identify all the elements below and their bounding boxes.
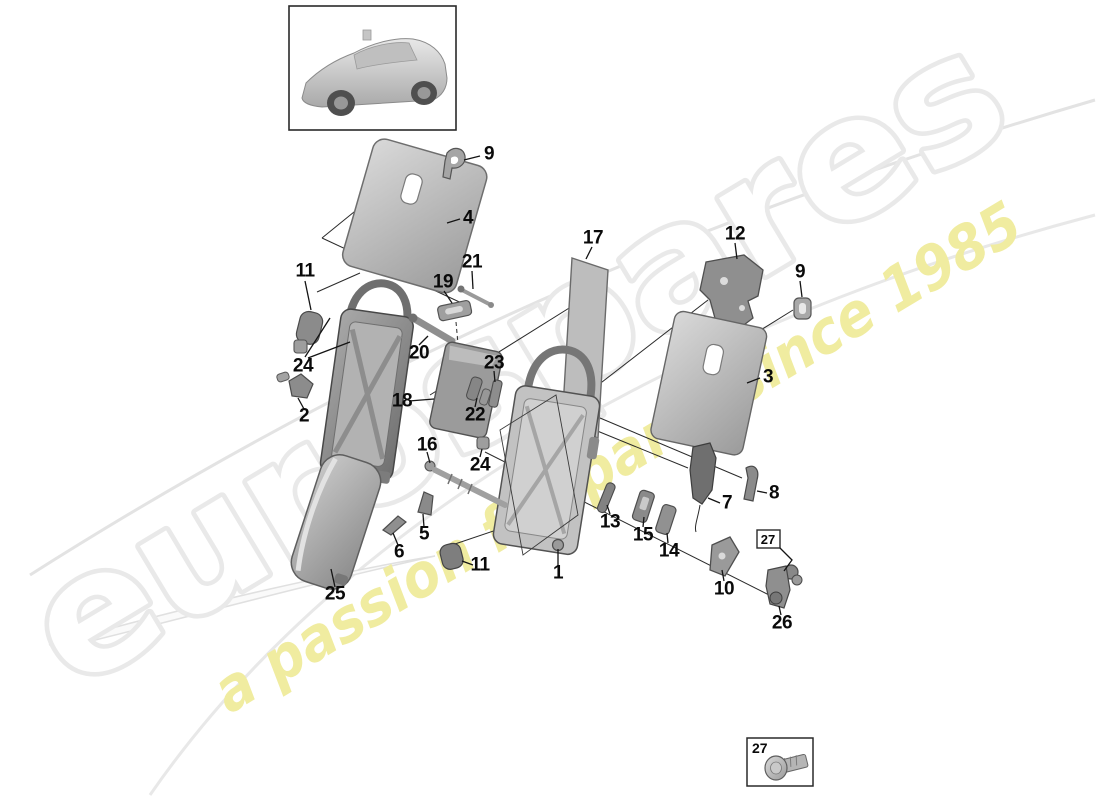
part-20-shape[interactable]: [408, 313, 456, 345]
part-21-shape[interactable]: [457, 285, 495, 309]
part-1-locator-outline: [499, 394, 579, 556]
part-24-left-shape[interactable]: [293, 339, 308, 354]
part-label-4[interactable]: 4: [462, 207, 474, 229]
part-label-10[interactable]: 10: [713, 578, 735, 600]
part-label-19[interactable]: 19: [432, 271, 454, 293]
svg-text:27: 27: [752, 740, 768, 756]
part-13-shape[interactable]: [596, 482, 616, 514]
part-9-top-shape[interactable]: [442, 147, 466, 180]
part-label-9[interactable]: 9: [483, 143, 495, 165]
part-16-shape[interactable]: [424, 460, 508, 508]
part-19-shape[interactable]: [437, 299, 473, 322]
part-6-shape[interactable]: [382, 515, 407, 536]
car-silhouette-icon: [301, 29, 448, 116]
part-callout-27[interactable]: 27: [756, 529, 793, 572]
part-label-12[interactable]: 12: [724, 223, 746, 245]
part-22-shape[interactable]: [466, 376, 492, 406]
part-label-26[interactable]: 26: [771, 612, 793, 634]
part-8-shape[interactable]: [743, 465, 759, 502]
part-label-14[interactable]: 14: [658, 540, 680, 562]
part-26-shape[interactable]: [765, 564, 803, 609]
part-11-bottom-shape[interactable]: [438, 542, 464, 571]
svg-text:27: 27: [761, 532, 775, 547]
part-label-11[interactable]: 11: [470, 554, 490, 576]
part-24-mid-shape[interactable]: [476, 436, 490, 450]
part-23-shape[interactable]: [488, 379, 503, 408]
part-1-frame-shape[interactable]: [492, 343, 612, 557]
part-label-1[interactable]: 1: [552, 562, 564, 584]
watermark: eurospares a passion for parts since 198…: [0, 0, 1041, 729]
vehicle-thumbnail: [288, 5, 457, 131]
part-7-shape[interactable]: [689, 442, 717, 505]
part-12-shape[interactable]: [699, 254, 764, 332]
screw-icon: [764, 753, 809, 781]
part-label-9[interactable]: 9: [794, 261, 806, 283]
part-label-7[interactable]: 7: [721, 492, 733, 514]
part-label-11[interactable]: 11: [295, 260, 315, 282]
part-15-shape[interactable]: [631, 489, 655, 523]
part-14-shape[interactable]: [655, 503, 677, 536]
part-label-18[interactable]: 18: [391, 390, 413, 412]
part-label-5[interactable]: 5: [418, 523, 430, 545]
watermark-brand: eurospares: [0, 0, 1041, 729]
part-5-shape[interactable]: [417, 491, 434, 516]
part-label-17[interactable]: 17: [582, 227, 604, 249]
part-label-23[interactable]: 23: [483, 352, 505, 374]
part-10-shape[interactable]: [709, 536, 740, 577]
part-2-frame-shape[interactable]: [319, 278, 419, 484]
part-label-13[interactable]: 13: [599, 511, 621, 533]
leader-lines: [297, 155, 803, 616]
part-label-24[interactable]: 24: [292, 355, 314, 377]
part-9-right-shape[interactable]: [793, 297, 812, 320]
part-label-22[interactable]: 22: [464, 404, 486, 426]
part-label-8[interactable]: 8: [768, 482, 780, 504]
part-label-15[interactable]: 15: [632, 524, 654, 546]
part-18-shape[interactable]: [428, 341, 503, 439]
part-label-21[interactable]: 21: [461, 251, 483, 273]
part-label-2[interactable]: 2: [298, 405, 310, 427]
part-25-shape[interactable]: [286, 450, 386, 595]
part-label-24[interactable]: 24: [469, 454, 491, 476]
part-1-bolt-shape[interactable]: [551, 538, 565, 552]
part-label-3[interactable]: 3: [762, 366, 774, 388]
part-label-6[interactable]: 6: [393, 541, 405, 563]
part-label-25[interactable]: 25: [324, 583, 346, 605]
part-label-16[interactable]: 16: [416, 434, 438, 456]
part-2-bracket-shape[interactable]: [276, 371, 314, 399]
fastener-inset-box[interactable]: 27: [746, 737, 814, 787]
part-label-20[interactable]: 20: [408, 342, 430, 364]
